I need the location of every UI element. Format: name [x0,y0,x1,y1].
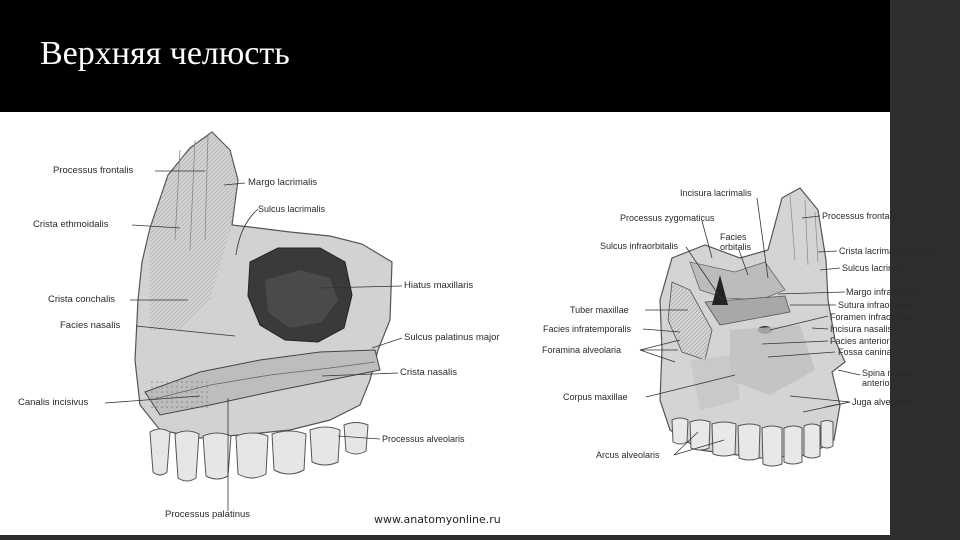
label-crista-conchalis: Crista conchalis [48,294,116,305]
label-hiatus-maxillaris: Hiatus maxillaris [404,280,474,291]
label-foramen-infraorbitale: Foramen infraorbitale [830,312,916,322]
label-facies-orbitalis-line1: Facies [720,232,747,242]
label-incisura-nasalis: Incisura nasalis [830,324,893,334]
title-bar: Верхняя челюсть [0,0,890,112]
label-sulcus-lacrimalis-left: Sulcus lacrimalis [258,204,326,214]
teeth-right-figure [671,417,834,467]
teeth-left-figure [149,422,369,482]
label-arcus-alveolaris: Arcus alveolaris [596,450,660,460]
label-sutura-infraorbitalis: Sutura infraorbitalis [838,300,916,310]
label-margo-infraorbitalis: Margo infraorbitalis [846,287,923,297]
label-processus-frontalis-left: Processus frontalis [53,165,134,176]
label-sulcus-palatinus-major: Sulcus palatinus major [404,332,500,343]
label-fossa-canina: Fossa canina [838,347,892,357]
slide-title: Верхняя челюсть [40,35,290,72]
label-incisura-lacrimalis: Incisura lacrimalis [680,188,752,198]
right-edge-bar [890,0,960,540]
maxilla-medial-view [134,131,393,482]
bottom-edge-bar [0,535,960,540]
label-facies-infratemporalis: Facies infratemporalis [543,324,632,334]
label-processus-frontalis-right: Processus frontalis [822,211,899,221]
label-facies-orbitalis-line2: orbitalis [720,242,752,252]
label-foramina-alveolaria: Foramina alveolaria [542,345,622,355]
label-tuber-maxillae: Tuber maxillae [570,305,629,315]
label-processus-palatinus: Processus palatinus [165,509,251,520]
label-sulcus-infraorbitalis: Sulcus infraorbitalis [600,241,679,251]
source-watermark: www.anatomyonline.ru [374,513,501,526]
label-facies-nasalis: Facies nasalis [60,320,121,331]
label-processus-alveolaris: Processus alveolaris [382,434,465,444]
label-crista-lacrimalis-anterior: Crista lacrimalis anterior [839,246,936,256]
label-spina-nasalis-line1: Spina nasalis [862,368,916,378]
label-facies-anterior: Facies anterior [830,336,890,346]
maxilla-lateral-view [659,187,846,467]
label-corpus-maxillae: Corpus maxillae [563,392,628,402]
label-margo-lacrimalis: Margo lacrimalis [248,177,318,188]
label-spina-nasalis-line2: anterior [862,378,893,388]
label-crista-nasalis: Crista nasalis [400,367,458,378]
leader-lines-left [104,170,403,511]
label-crista-ethmoidalis: Crista ethmoidalis [33,219,109,230]
label-juga-alveolaria: Juga alveolaria [852,397,913,407]
label-sulcus-lacrimalis-right: Sulcus lacrimalis [842,263,910,273]
leader-lines-right [639,197,861,456]
label-canalis-incisivus: Canalis incisivus [18,397,89,408]
label-processus-zygomaticus: Processus zygomaticus [620,213,715,223]
